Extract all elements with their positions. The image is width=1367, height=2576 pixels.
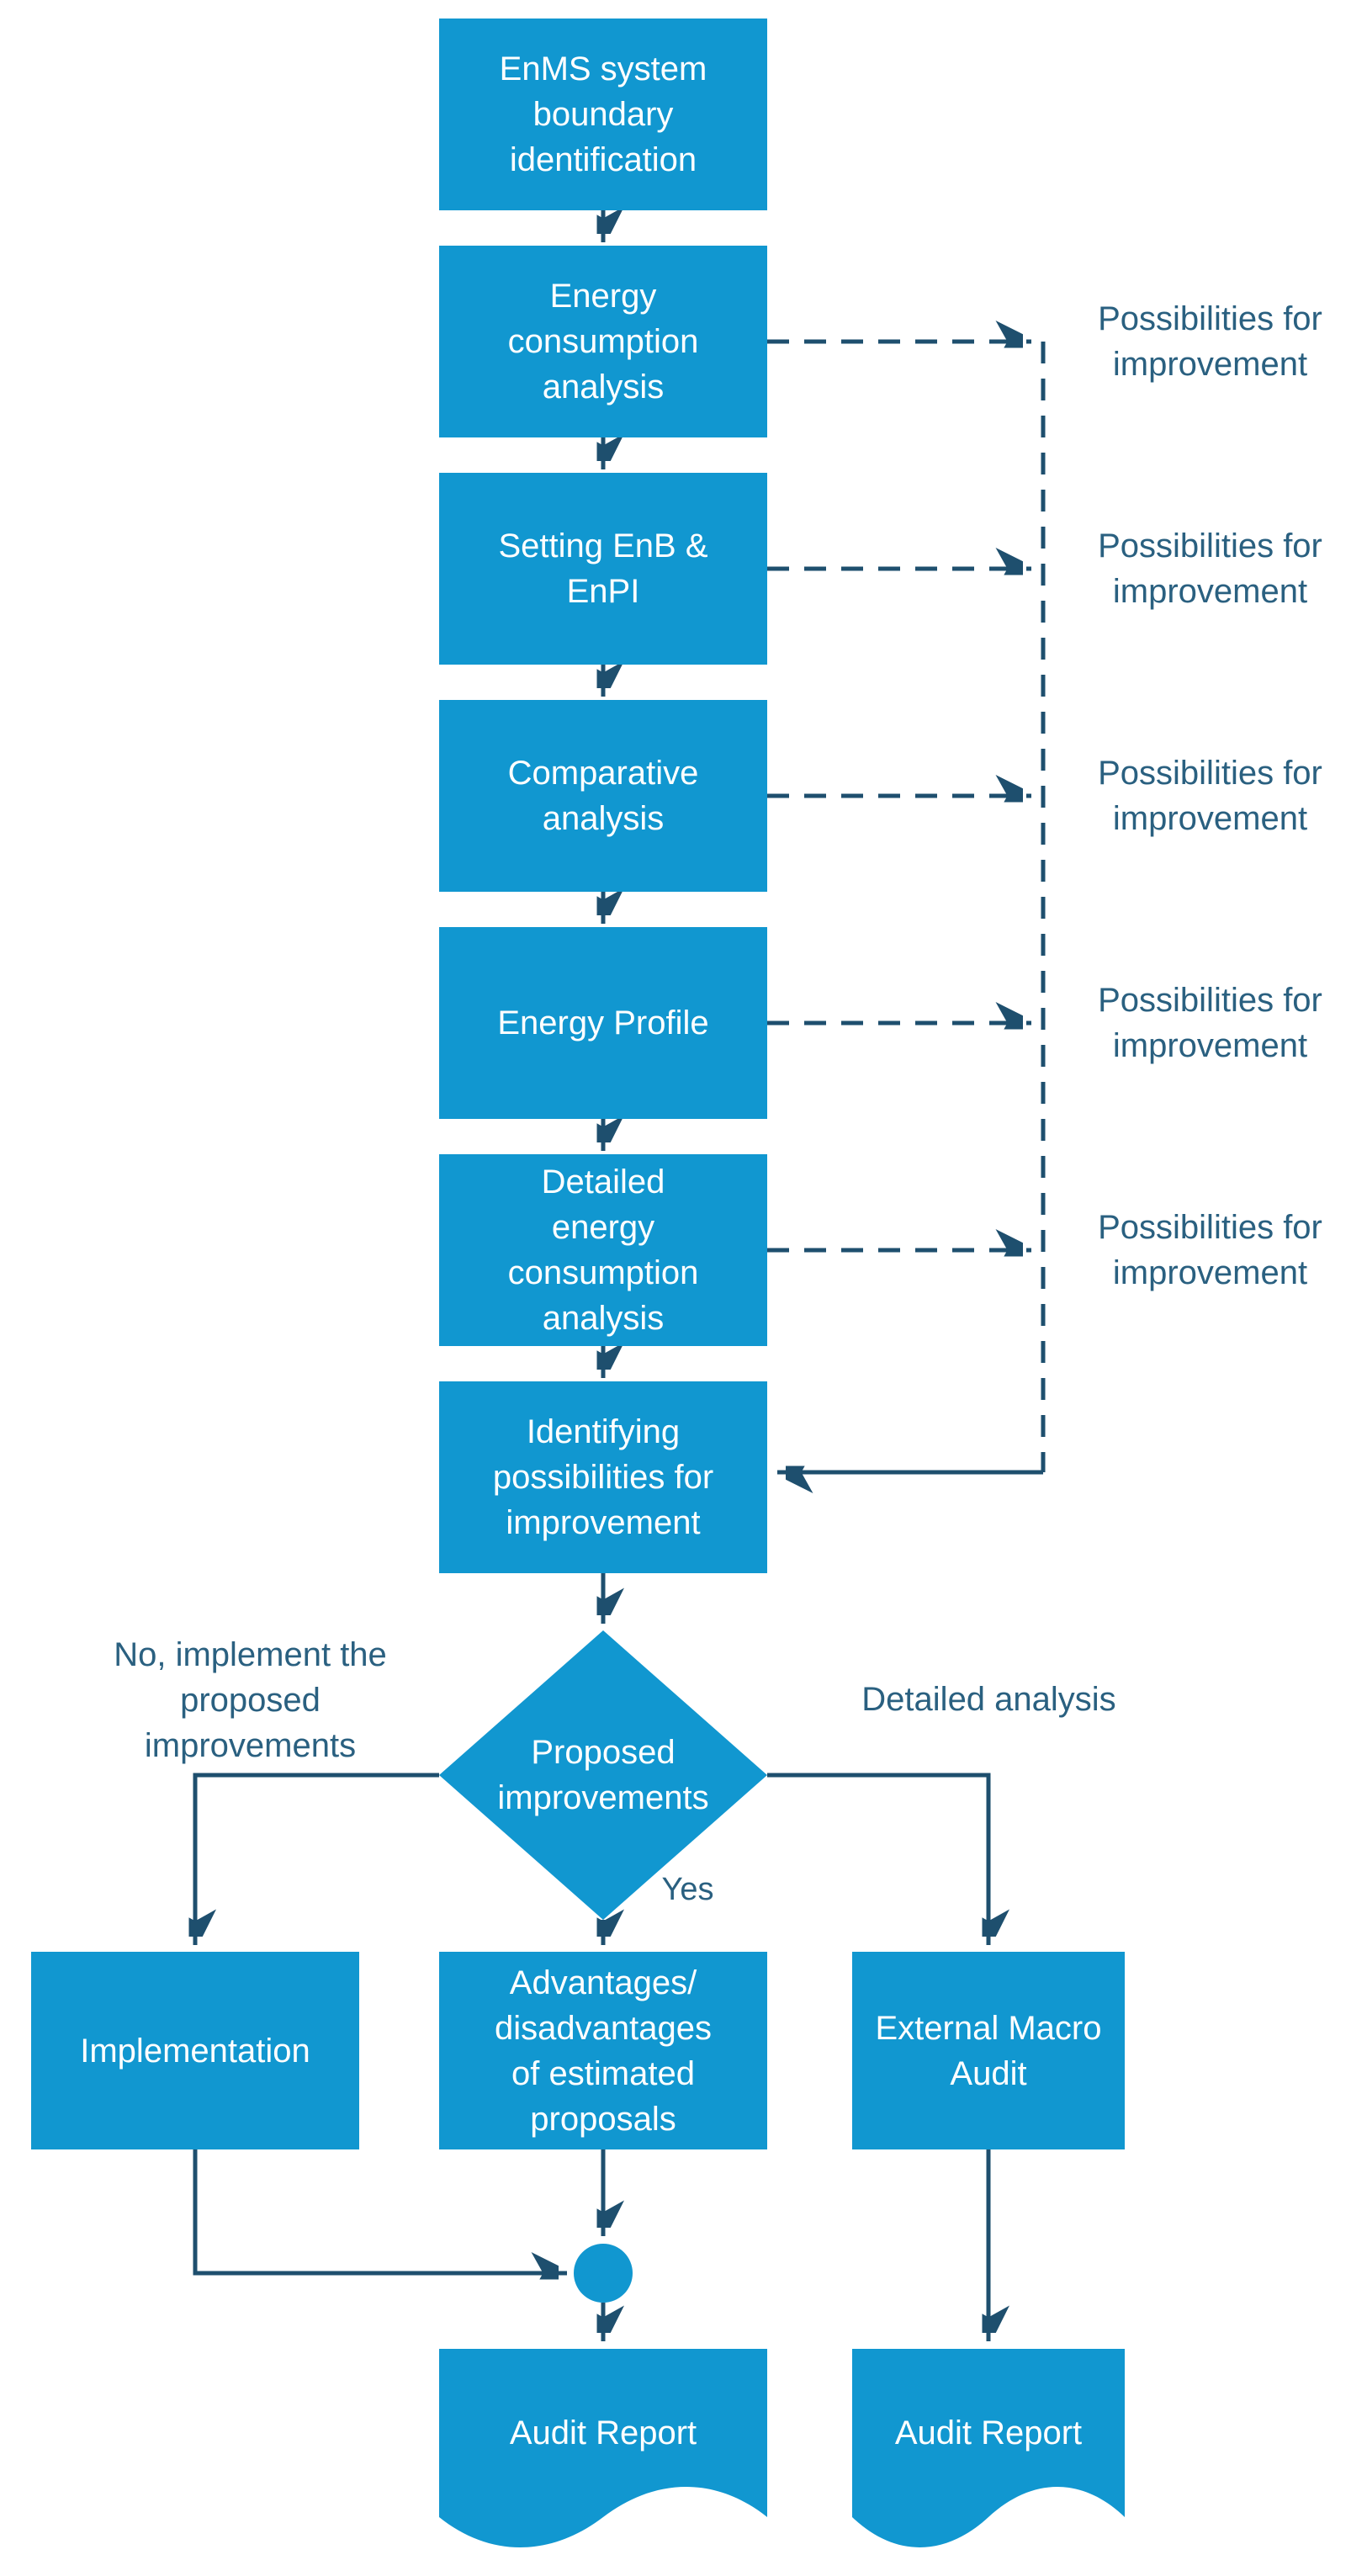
arrow-implementation-junction: [193, 2149, 567, 2273]
node-identifying-possibilities: Identifying possibilities for improvemen…: [439, 1381, 767, 1573]
node-advantages-disadvantages: Advantages/ disadvantages of estimated p…: [439, 1952, 767, 2149]
branch-label-detailed-analysis: Detailed analysis: [861, 1681, 1116, 1718]
document-label-audit-report-external: Audit Report: [894, 2414, 1083, 2451]
node-energy-profile: Energy Profile: [439, 927, 767, 1119]
node-enms-boundary-identification: EnMS system boundary identification: [439, 19, 767, 210]
branch-label-no: No, implement the proposed improvements: [114, 1635, 387, 1764]
dashed-connectors: [767, 342, 1046, 1472]
node-energy-consumption-analysis: Energy consumption analysis: [439, 246, 767, 437]
decision-diamond-shape: [439, 1630, 767, 1920]
merge-junction-circle: [574, 2244, 633, 2303]
decision-diamond-label: Proposed improvements: [497, 1734, 709, 1816]
branch-label-yes: Yes: [661, 1872, 714, 1908]
side-label-possibilities-4: Possibilities for improvement: [1098, 982, 1322, 1064]
side-label-possibilities-2: Possibilities for improvement: [1098, 527, 1322, 610]
document-shape-audit-report-main: [439, 2349, 767, 2547]
arrow-decision-no: [195, 1773, 439, 1945]
arrow-decision-detailed: [767, 1773, 988, 1945]
node-setting-enb-enpi: Setting EnB & EnPI: [439, 473, 767, 665]
node-implementation: Implementation: [31, 1952, 359, 2149]
node-external-macro-audit: External Macro Audit: [852, 1952, 1125, 2149]
document-label-audit-report-main: Audit Report: [509, 2414, 697, 2451]
solid-connectors: [195, 210, 1043, 2341]
node-comparative-analysis: Comparative analysis: [439, 700, 767, 892]
node-detailed-energy-consumption-analysis: Detailed energy consumption analysis: [439, 1154, 767, 1346]
side-label-possibilities-5: Possibilities for improvement: [1098, 1209, 1322, 1291]
document-shape-audit-report-external: [852, 2349, 1125, 2547]
side-label-possibilities-1: Possibilities for improvement: [1098, 300, 1322, 383]
side-label-possibilities-3: Possibilities for improvement: [1098, 755, 1322, 837]
